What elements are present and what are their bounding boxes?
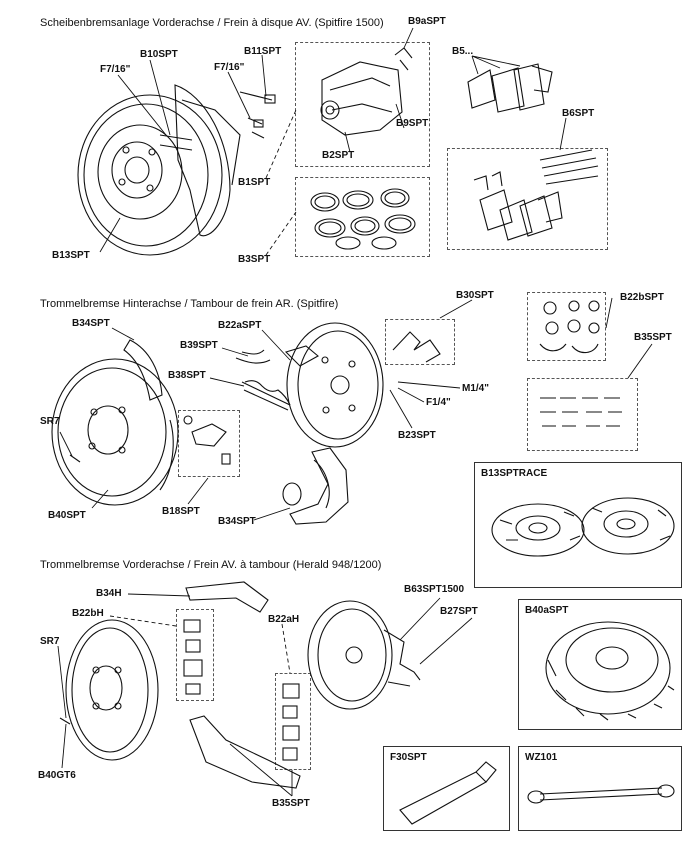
front-cylinder-b-group-box: [275, 673, 311, 770]
label-b23spt: B23SPT: [398, 430, 436, 441]
label-b35spt-top: B35SPT: [634, 332, 672, 343]
brake-disc-illustration: [77, 94, 223, 256]
pad-kit-group-box: [447, 148, 608, 250]
label-b34spt-bottom: B34SPT: [218, 516, 256, 527]
front-cylinder-group-box: [176, 609, 214, 701]
front-cylinder-parts-illustration: [183, 619, 300, 761]
label-b40gt6: B40GT6: [38, 770, 76, 781]
label-b6spt: B6SPT: [562, 108, 595, 119]
seal-kit-group-box: [295, 177, 430, 257]
panel-title-b40aspt: B40aSPT: [525, 605, 569, 616]
panel-f30spt: F30SPT: [383, 746, 510, 831]
return-spring-illustration: [241, 381, 291, 411]
label-b10spt: B10SPT: [140, 49, 178, 60]
front-backplate-illustration: [307, 600, 421, 710]
label-b22ah: B22aH: [268, 614, 300, 625]
label-b22aspt: B22aSPT: [218, 320, 262, 331]
rear-drum-illustration: [51, 358, 179, 506]
label-sr7-b: SR7: [40, 636, 60, 647]
panel-title-wz101: WZ101: [525, 752, 558, 763]
panel-title-f30spt: F30SPT: [390, 752, 427, 763]
label-b2spt: B2SPT: [322, 150, 355, 161]
label-m1-4: M1/4": [462, 383, 489, 394]
label-b27spt: B27SPT: [440, 606, 478, 617]
leader-lines: [57, 27, 653, 797]
label-f7-16-a: F7/16": [100, 64, 131, 75]
label-b9spt: B9SPT: [396, 118, 429, 129]
pad-kit-illustration: [473, 149, 599, 241]
spanner-illustration: [527, 784, 675, 804]
front-screw-illustration: [59, 717, 71, 725]
label-b22bspt: B22bSPT: [620, 292, 664, 303]
label-b35spt-bottom: B35SPT: [272, 798, 310, 809]
panel-b13sptrace: B13SPTRACE: [474, 462, 682, 588]
cylinder-repair-kit-illustration: [539, 300, 600, 354]
section-title-rear-drum: Trommelbremse Hinterachse / Tambour de f…: [40, 298, 339, 310]
splash-shield-illustration: [174, 84, 231, 237]
race-discs-illustration: [491, 497, 675, 557]
panel-title-b13sptrace: B13SPTRACE: [481, 468, 548, 479]
label-b34h: B34H: [96, 588, 122, 599]
front-drum-illustration: [65, 619, 159, 761]
spring-kit-illustration: [540, 397, 622, 427]
adjuster-illustration: [392, 331, 441, 363]
label-b3spt: B3SPT: [238, 254, 271, 265]
label-b22bh: B22bH: [72, 608, 104, 619]
label-b34spt-top: B34SPT: [72, 318, 110, 329]
label-b1spt: B1SPT: [238, 177, 271, 188]
front-brake-shoe-bottom-illustration: [189, 715, 301, 789]
label-b38spt: B38SPT: [168, 370, 206, 381]
grease-tube-illustration: [399, 761, 497, 825]
studs-illustration: [159, 134, 193, 151]
adjuster-group-box: [385, 319, 455, 365]
label-f1-4: F1/4": [426, 397, 451, 408]
caliper-illustration: [320, 47, 413, 136]
pad-set-illustration: [467, 63, 553, 113]
rear-brake-shoe-bottom-illustration: [282, 447, 349, 525]
screw-illustration: [69, 454, 81, 463]
caliper-group-box: [295, 42, 430, 167]
panel-b40aspt: B40aSPT: [518, 599, 682, 730]
label-b13spt: B13SPT: [52, 250, 90, 261]
label-b40spt: B40SPT: [48, 510, 86, 521]
bolts-illustration: [239, 91, 273, 139]
label-sr7-a: SR7: [40, 416, 60, 427]
label-f7-16-b: F7/16": [214, 62, 245, 73]
finned-drum-illustration: [545, 621, 675, 721]
rear-brake-shoe-top-illustration: [123, 339, 163, 401]
section-title-front-disc: Scheibenbremsanlage Vorderachse / Frein …: [40, 17, 384, 29]
front-brake-shoe-top-illustration: [185, 581, 269, 613]
label-b39spt: B39SPT: [180, 340, 218, 351]
label-b63spt1500: B63SPT1500: [404, 584, 465, 595]
wheel-cylinder-illustration: [183, 415, 231, 465]
wheel-cylinder-group-box: [178, 410, 240, 477]
label-b18spt: B18SPT: [162, 506, 200, 517]
seal-rings-illustration: [310, 188, 416, 250]
label-b5: B5...: [452, 46, 474, 57]
spring-kit-group-box: [527, 378, 638, 451]
label-b11spt: B11SPT: [244, 46, 282, 57]
label-b9aspt: B9aSPT: [408, 16, 446, 27]
backplate-illustration: [284, 322, 384, 448]
cylinder-repair-group-box: [527, 292, 606, 361]
section-title-front-drum: Trommelbremse Vorderachse / Frein AV. à …: [40, 559, 382, 571]
label-b30spt: B30SPT: [456, 290, 494, 301]
